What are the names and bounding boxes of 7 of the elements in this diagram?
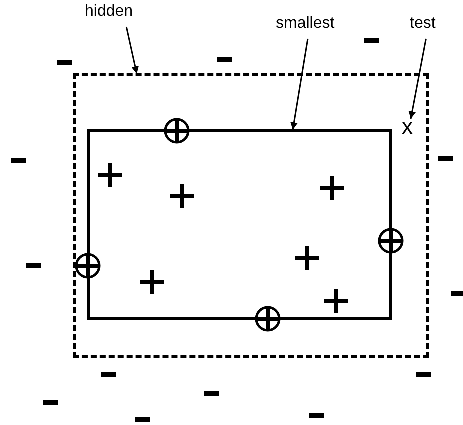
leader-line [408, 38, 427, 120]
annotation-label: hidden [85, 3, 134, 21]
leader-line [126, 26, 140, 74]
annotation-label: smallest [276, 15, 335, 33]
leader-line [290, 38, 309, 130]
point-marker: x [402, 118, 413, 136]
annotation-label: test [410, 15, 436, 33]
